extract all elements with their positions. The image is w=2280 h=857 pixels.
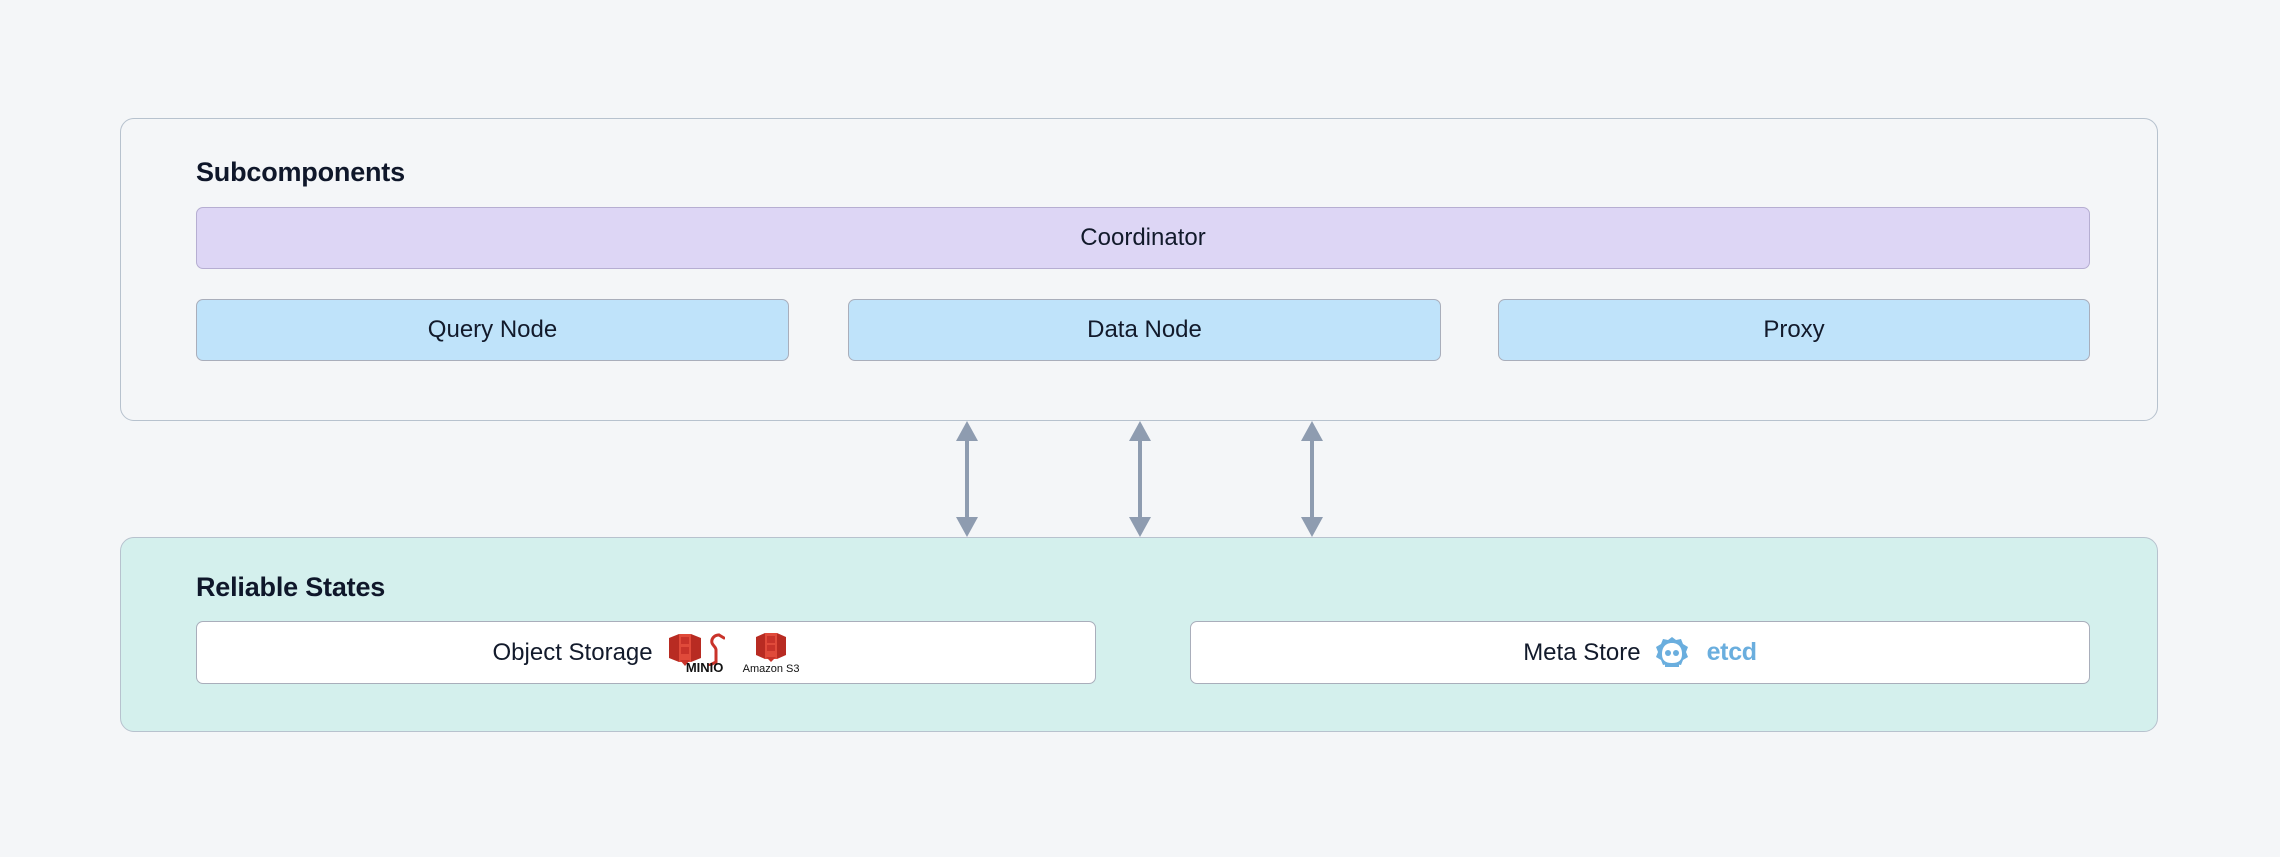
bidirectional-arrow-2 xyxy=(1129,421,1151,537)
amazon-s3-logo-caption: Amazon S3 xyxy=(742,662,800,675)
panel-reliable-states: Reliable States Object Storage xyxy=(120,537,2158,732)
box-object-storage[interactable]: Object Storage xyxy=(196,621,1096,684)
etcd-logo-mark xyxy=(1655,636,1688,667)
node-query-node[interactable]: Query Node xyxy=(196,299,789,361)
panel-subcomponents: Subcomponents Coordinator Query Node Dat… xyxy=(120,118,2158,421)
node-coordinator[interactable]: Coordinator xyxy=(196,207,2090,269)
meta-store-logos: etcd xyxy=(1655,636,1757,670)
panel-subcomponents-title: Subcomponents xyxy=(196,157,405,187)
amazon-s3-logo: Amazon S3 xyxy=(742,631,800,675)
meta-store-label: Meta Store xyxy=(1523,638,1641,666)
minio-logo-mark xyxy=(667,632,725,666)
object-storage-label: Object Storage xyxy=(492,638,653,666)
node-data-node[interactable]: Data Node xyxy=(848,299,1441,361)
bidirectional-arrow-3 xyxy=(1301,421,1323,537)
box-meta-store[interactable]: Meta Store etcd xyxy=(1190,621,2090,684)
panel-reliable-states-title: Reliable States xyxy=(196,572,386,602)
minio-logo: MINIO xyxy=(667,632,725,674)
amazon-s3-logo-mark xyxy=(756,632,787,662)
node-proxy[interactable]: Proxy xyxy=(1498,299,2090,361)
etcd-logo-caption: etcd xyxy=(1706,638,1758,666)
object-storage-logos: MINIO Amazon S3 xyxy=(667,631,800,675)
minio-logo-caption: MINIO xyxy=(685,659,724,675)
bidirectional-arrow-1 xyxy=(956,421,978,537)
